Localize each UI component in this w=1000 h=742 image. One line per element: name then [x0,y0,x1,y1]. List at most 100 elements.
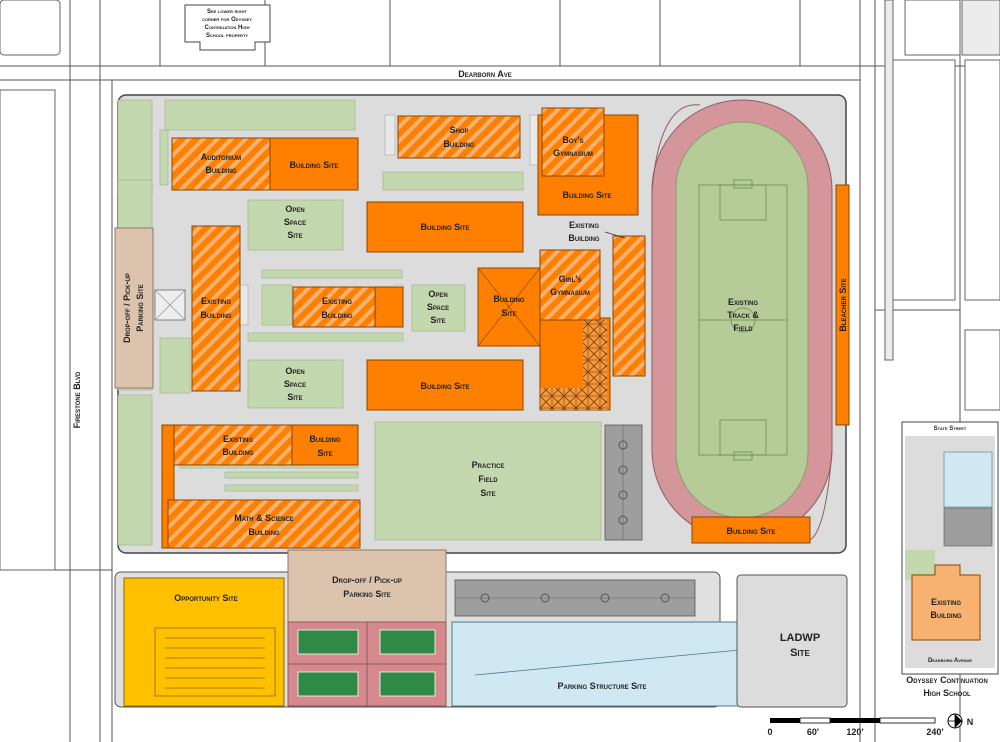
dropoff-south-label-1: Drop-off / Pick-up [332,575,402,585]
scale-tick-120: 120' [846,727,863,737]
note-line-2: corner for Odyssey [202,17,252,23]
existing-sw-label-2: Building [222,447,253,457]
green-areas [117,99,716,619]
inset-top-street: State Street [934,426,967,432]
existing-center-label-2: Building [321,310,352,320]
math-science-label-1: Math & Science [234,513,294,523]
boys-gym-label-2: Gymnasium [553,148,593,158]
ladwp-label-1: LADWP [780,632,820,644]
parking-structure-site [451,621,753,707]
scale-bar: 0 60' 120' 240' [767,717,944,737]
open-space-2-line-3: Site [430,315,445,325]
inset-caption-1: Odyssey Continuation [906,675,988,685]
girls-gym-bleachers-bottom [540,388,607,410]
existing-east-label-2: Building [568,233,599,243]
scale-tick-240: 240' [926,727,943,737]
building-site-southwest [291,424,359,466]
existing-building-east [612,235,646,377]
scale-tick-60: 60' [807,727,819,737]
existing-center-label-1: Existing [322,296,352,306]
ladwp-label-2: Site [790,647,810,659]
building-site-label-1: Building Site [289,160,338,170]
building-site-label-3: Building Site [420,222,469,232]
building-site-sw-label-2: Site [317,448,332,458]
existing-west-label-1: Existing [201,296,231,306]
note-line-4: School property [206,33,248,39]
building-site-square-label-1: Building [493,294,524,304]
dropoff-west-label-2: Parking Site [135,284,145,332]
tennis-courts [297,629,436,697]
building-site-auditorium [269,137,359,191]
practice-field-label-3: Site [480,488,495,498]
building-site-label-4: Building Site [420,381,469,391]
open-space-1-line-2: Space [284,217,306,227]
girls-gym-label-2: Gymnasium [550,287,590,297]
open-space-3-line-3: Site [287,392,302,402]
math-science-building [167,499,361,549]
inset-building-label-1: Existing [931,597,961,607]
open-space-3-line-2: Space [284,379,306,389]
opportunity-label: Opportunity Site [174,593,238,603]
existing-building-southwest [173,424,293,466]
building-site-sw-label-1: Building [309,434,340,444]
scale-tick-0: 0 [767,727,772,737]
building-site-label-5: Building Site [726,526,775,536]
dropoff-south-label-2: Parking Site [343,589,391,599]
track-and-field [651,99,833,541]
firestone-blvd-label: Firestone Blvd [72,371,82,428]
track-label-2: Track & [727,310,759,320]
boys-gymnasium [541,107,605,177]
parking-structure-label: Parking Structure Site [557,681,646,691]
open-space-1-line-1: Open [285,204,304,214]
auditorium-label-2: Building [205,165,236,175]
shop-label-2: Building [443,139,474,149]
girls-gymnasium [539,249,601,321]
existing-building-center [292,286,376,328]
dropoff-west-label-1: Drop-off / Pick-up [122,273,132,343]
practice-field-label-2: Field [478,474,498,484]
dearborn-ave-label: Dearborn Ave [458,69,512,79]
building-site-southeast [691,516,811,544]
dropoff-parking-south [287,549,447,623]
note-line-1: See lower right [207,9,248,15]
building-site-label-2: Building Site [562,190,611,200]
ladwp-site [736,574,848,708]
north-arrow-icon: N [947,713,974,729]
math-science-label-2: Building [248,527,279,537]
track-label-1: Existing [728,297,758,307]
open-space-2-line-2: Space [427,302,449,312]
open-space-2-line-1: Open [428,289,447,299]
inset-bottom-street: Dearborn Avenue [928,658,972,664]
building-site-center-bottom [366,359,524,411]
basketball-courts-vertical [604,424,643,541]
bleacher-label: Bleacher Site [838,278,848,331]
shop-label-1: Shop [449,125,468,135]
basketball-courts-horizontal [454,579,696,617]
girls-gym-label-1: Girl's [559,274,582,284]
practice-field-label-1: Practice [472,460,505,470]
note-line-3: Continuation High [205,25,250,31]
boys-gym-label-1: Boy's [562,135,583,145]
existing-building-west [191,225,241,392]
building-site-center-top [366,201,524,253]
existing-east-label-1: Existing [569,220,599,230]
surrounding-parcels [0,0,1000,571]
shop-building [397,115,521,159]
building-site-center-small [374,286,404,328]
existing-west-label-2: Building [200,310,231,320]
inset-building-label-2: Building [930,610,961,620]
building-site-square-label-2: Site [501,308,516,318]
open-space-3-line-1: Open [285,366,304,376]
north-label: N [967,717,974,727]
inset-caption-2: High School [923,688,971,698]
existing-sw-label-1: Existing [223,434,253,444]
bleacher-site [835,184,850,426]
opportunity-site [123,577,285,707]
track-label-3: Field [733,323,753,333]
auditorium-building [171,137,271,191]
auditorium-label-1: Auditorium [201,152,241,162]
odyssey-inset: State Street Dearborn Avenue Existing Bu… [901,421,999,675]
dropoff-parking-west [114,227,154,389]
open-space-1-line-3: Site [287,230,302,240]
